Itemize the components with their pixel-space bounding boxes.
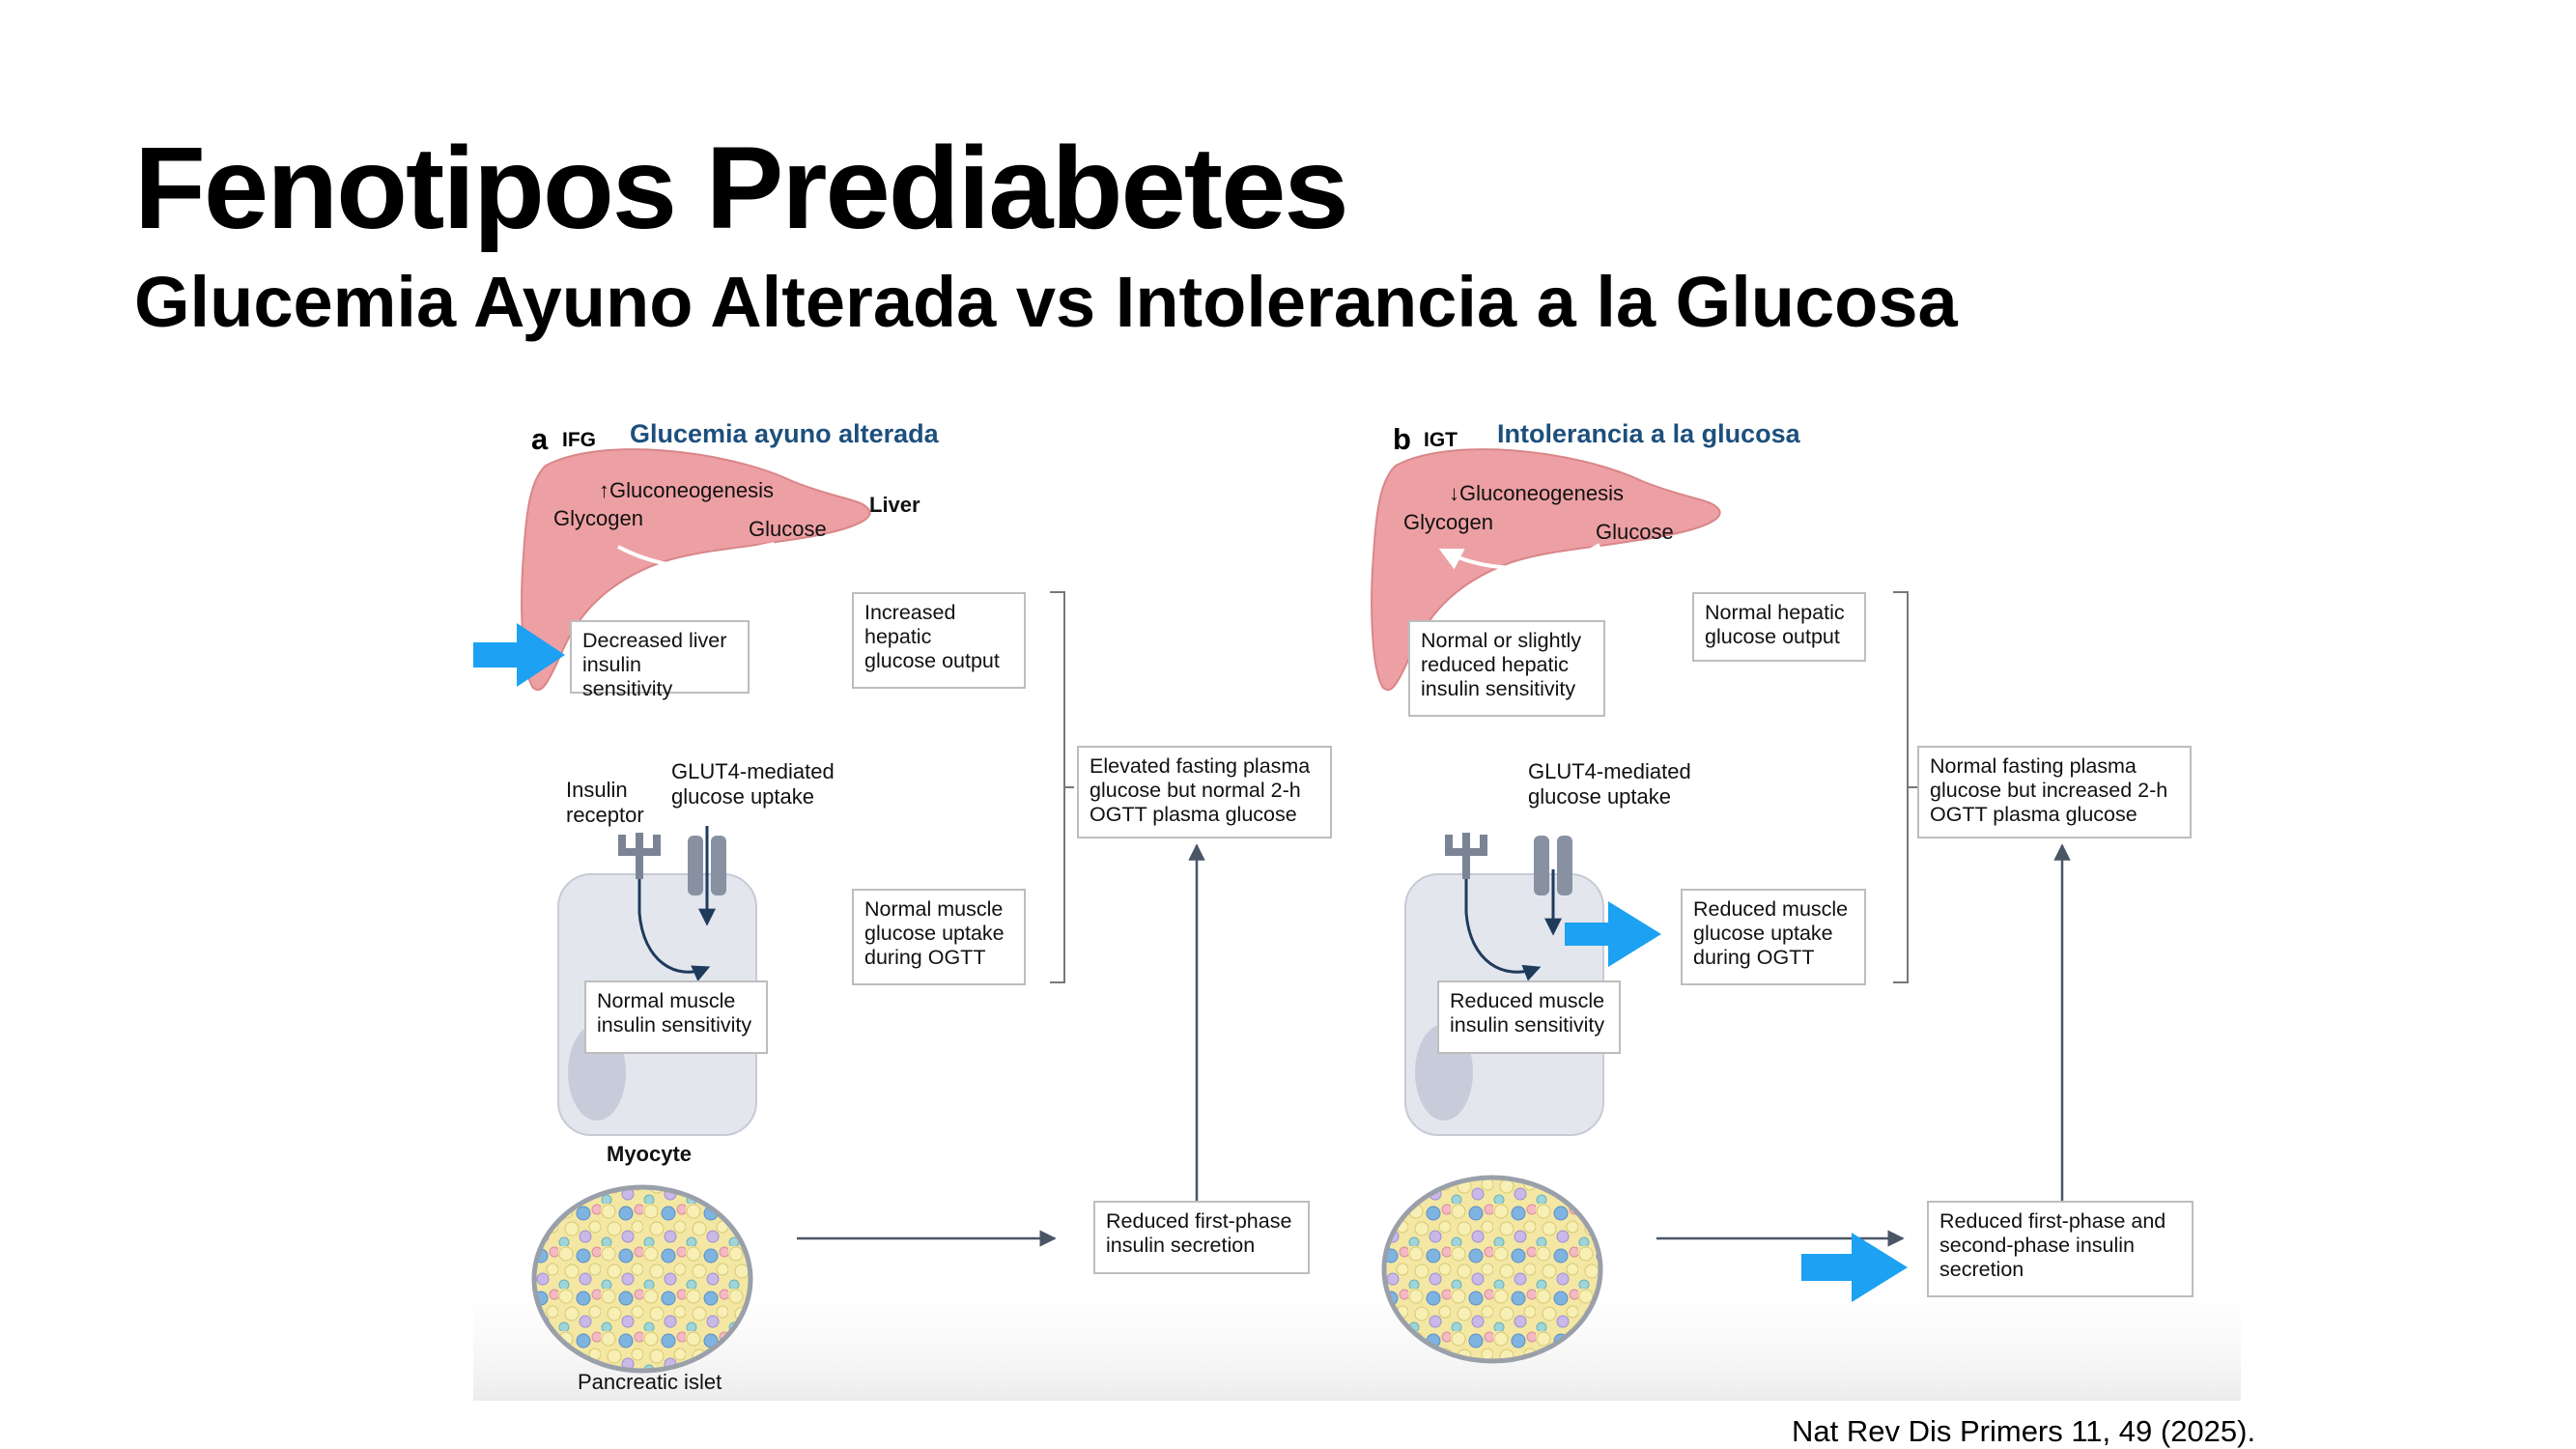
- insulin-receptor-a-icon: [618, 833, 661, 879]
- panel-b-letter: b: [1393, 422, 1411, 456]
- panel-b-abbr: IGT: [1424, 429, 1458, 451]
- secretion-a-box: Reduced first-phase insulin secretion: [1093, 1201, 1310, 1274]
- bracket-a: [1050, 591, 1074, 983]
- myocyte-b-uptake-arrow: [1464, 869, 1542, 981]
- pancreatic-islet-a-shape: [531, 1184, 753, 1374]
- glut4-a-icon: [688, 826, 726, 926]
- liver-a-glucose-label: Glucose: [749, 517, 827, 541]
- highlight-arrow-liver-a: [473, 623, 565, 687]
- page-title: Fenotipos Prediabetes: [134, 122, 1349, 253]
- liver-b-sensitivity-box: Normal or slightly reduced hepatic insul…: [1408, 620, 1605, 717]
- muscle-a-uptake-box: Normal muscle glucose uptake during OGTT: [852, 889, 1026, 985]
- panel-a-graphics: [521, 448, 1205, 1374]
- panel-b-title: Intolerancia a la glucosa: [1497, 419, 1800, 448]
- liver-b-shape: [1371, 448, 1721, 691]
- liver-a-output-box: Increased hepatic glucose output: [852, 592, 1026, 689]
- highlight-arrow-secretion-b: [1801, 1233, 1908, 1302]
- myocyte-a-uptake-arrow: [637, 869, 711, 982]
- muscle-b-uptake-box: Reduced muscle glucose uptake during OGT…: [1681, 889, 1866, 985]
- muscle-b-sensitivity-box: Reduced muscle insulin sensitivity: [1437, 980, 1621, 1054]
- panel-a-letter: a: [531, 422, 549, 456]
- liver-a-shape: [521, 448, 871, 691]
- liver-b-glycogen-label: Glycogen: [1403, 510, 1493, 534]
- citation: Nat Rev Dis Primers 11, 49 (2025).: [1792, 1414, 2256, 1448]
- glut4-a-label: GLUT4-mediated glucose uptake: [671, 759, 835, 809]
- pancreatic-islet-a-label: Pancreatic islet: [578, 1370, 722, 1394]
- outcome-a-box: Elevated fasting plasma glucose but norm…: [1077, 746, 1332, 838]
- pancreatic-islet-b-shape: [1381, 1175, 1603, 1364]
- liver-a-glycogen-label: Glycogen: [553, 506, 643, 530]
- liver-a-process-label: ↑Gluconeogenesis: [599, 478, 775, 502]
- glut4-b-icon: [1534, 836, 1572, 936]
- liver-b-glucose-label: Glucose: [1596, 520, 1674, 544]
- bracket-b: [1893, 591, 1917, 983]
- glut4-b-label: GLUT4-mediated glucose uptake: [1528, 759, 1691, 809]
- liver-b-flow-arrow: [1438, 543, 1601, 570]
- secretion-b-box: Reduced first-phase and second-phase ins…: [1927, 1201, 2194, 1297]
- panel-a-abbr: IFG: [562, 429, 596, 451]
- liver-a-organ-label: Liver: [869, 493, 920, 517]
- prediabetes-figure: a IFG Glucemia ayuno alterada ↑Gluconeog…: [473, 396, 2241, 1401]
- highlight-arrow-muscle-b: [1565, 901, 1661, 967]
- liver-b-process-label: ↓Gluconeogenesis: [1449, 481, 1625, 505]
- muscle-a-sensitivity-box: Normal muscle insulin sensitivity: [584, 980, 768, 1054]
- insulin-receptor-a-label: Insulin receptor: [566, 778, 644, 827]
- liver-a-flow-arrow: [617, 542, 775, 570]
- outcome-b-box: Normal fasting plasma glucose but increa…: [1917, 746, 2192, 838]
- panel-a-title: Glucemia ayuno alterada: [630, 419, 939, 448]
- liver-a-sensitivity-box: Decreased liver insulin sensitivity: [570, 620, 750, 700]
- liver-b-output-box: Normal hepatic glucose output: [1692, 592, 1866, 662]
- insulin-receptor-b-icon: [1445, 833, 1487, 879]
- page-subtitle: Glucemia Ayuno Alterada vs Intolerancia …: [134, 262, 1958, 342]
- myocyte-a-label: Myocyte: [607, 1142, 693, 1166]
